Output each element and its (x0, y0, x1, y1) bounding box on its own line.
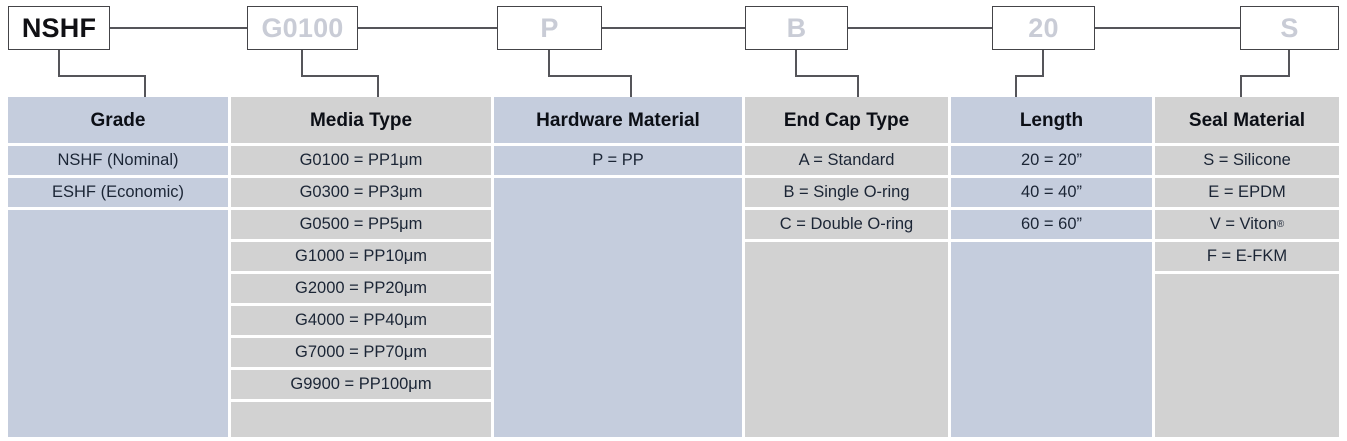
connector-hardware-arm (548, 75, 632, 77)
column-filler-hardware-material (494, 178, 742, 437)
column-header-grade: Grade (8, 97, 228, 143)
option-row: G0300 = PP3μm (231, 178, 491, 207)
table-column-length: Length 20 = 20” 40 = 40” 60 = 60” (951, 97, 1152, 437)
option-row: F = E-FKM (1155, 242, 1339, 271)
connector-length-arm (1015, 75, 1044, 77)
rail-segment-2 (358, 27, 497, 29)
connector-endcap-drop (857, 75, 859, 97)
connector-media-drop (377, 75, 379, 97)
part-code-box-length[interactable]: 20 (992, 6, 1095, 50)
rail-segment-5 (1095, 27, 1240, 29)
part-code-value-media-type: G0100 (261, 12, 344, 43)
option-row: S = Silicone (1155, 146, 1339, 175)
part-code-box-grade[interactable]: NSHF (8, 6, 110, 50)
option-row: G4000 = PP40μm (231, 306, 491, 335)
connector-grade-drop (144, 75, 146, 97)
specification-table: Grade NSHF (Nominal) ESHF (Economic) Med… (8, 97, 1339, 437)
option-row: 60 = 60” (951, 210, 1152, 239)
column-header-end-cap-type: End Cap Type (745, 97, 948, 143)
column-filler-grade (8, 210, 228, 437)
part-code-value-length: 20 (1028, 12, 1059, 43)
rail-segment-3 (602, 27, 745, 29)
option-row: G9900 = PP100μm (231, 370, 491, 399)
option-row: E = EPDM (1155, 178, 1339, 207)
option-row: C = Double O-ring (745, 210, 948, 239)
column-header-media-type: Media Type (231, 97, 491, 143)
connector-seal-stem (1288, 50, 1290, 76)
connector-grade-arm (58, 75, 146, 77)
table-column-hardware-material: Hardware Material P = PP (494, 97, 742, 437)
connector-length-drop (1015, 75, 1017, 97)
option-row: B = Single O-ring (745, 178, 948, 207)
option-row: G7000 = PP70μm (231, 338, 491, 367)
option-row: 20 = 20” (951, 146, 1152, 175)
column-header-hardware-material: Hardware Material (494, 97, 742, 143)
option-row: A = Standard (745, 146, 948, 175)
option-row: P = PP (494, 146, 742, 175)
connector-seal-drop (1240, 75, 1242, 97)
connector-media-arm (301, 75, 379, 77)
part-code-box-end-cap-type[interactable]: B (745, 6, 848, 50)
option-row: V = Viton® (1155, 210, 1339, 239)
part-code-box-media-type[interactable]: G0100 (247, 6, 358, 50)
connector-hardware-drop (630, 75, 632, 97)
table-column-end-cap-type: End Cap Type A = Standard B = Single O-r… (745, 97, 948, 437)
connector-seal-arm (1240, 75, 1290, 77)
column-filler-seal-material (1155, 274, 1339, 437)
table-column-grade: Grade NSHF (Nominal) ESHF (Economic) (8, 97, 228, 437)
part-code-value-grade: NSHF (21, 12, 97, 43)
column-header-seal-material: Seal Material (1155, 97, 1339, 143)
table-column-media-type: Media Type G0100 = PP1μm G0300 = PP3μm G… (231, 97, 491, 437)
column-filler-length (951, 242, 1152, 437)
option-row: G2000 = PP20μm (231, 274, 491, 303)
option-row: G1000 = PP10μm (231, 242, 491, 271)
option-row: NSHF (Nominal) (8, 146, 228, 175)
option-row: 40 = 40” (951, 178, 1152, 207)
rail-segment-1 (110, 27, 247, 29)
part-code-value-seal-material: S (1280, 12, 1299, 43)
connector-endcap-arm (795, 75, 859, 77)
part-code-value-end-cap-type: B (786, 12, 807, 43)
connector-media-stem (301, 50, 303, 76)
connector-hardware-stem (548, 50, 550, 76)
part-code-value-hardware-material: P (540, 12, 559, 43)
part-code-box-hardware-material[interactable]: P (497, 6, 602, 50)
part-code-box-seal-material[interactable]: S (1240, 6, 1339, 50)
rail-segment-4 (848, 27, 992, 29)
connector-length-stem (1042, 50, 1044, 76)
option-row: ESHF (Economic) (8, 178, 228, 207)
column-filler-media-type (231, 402, 491, 437)
column-header-length: Length (951, 97, 1152, 143)
connector-grade-stem (58, 50, 60, 76)
option-row: G0100 = PP1μm (231, 146, 491, 175)
option-row: G0500 = PP5μm (231, 210, 491, 239)
table-column-seal-material: Seal Material S = Silicone E = EPDM V = … (1155, 97, 1339, 437)
column-filler-end-cap-type (745, 242, 948, 437)
connector-endcap-stem (795, 50, 797, 76)
